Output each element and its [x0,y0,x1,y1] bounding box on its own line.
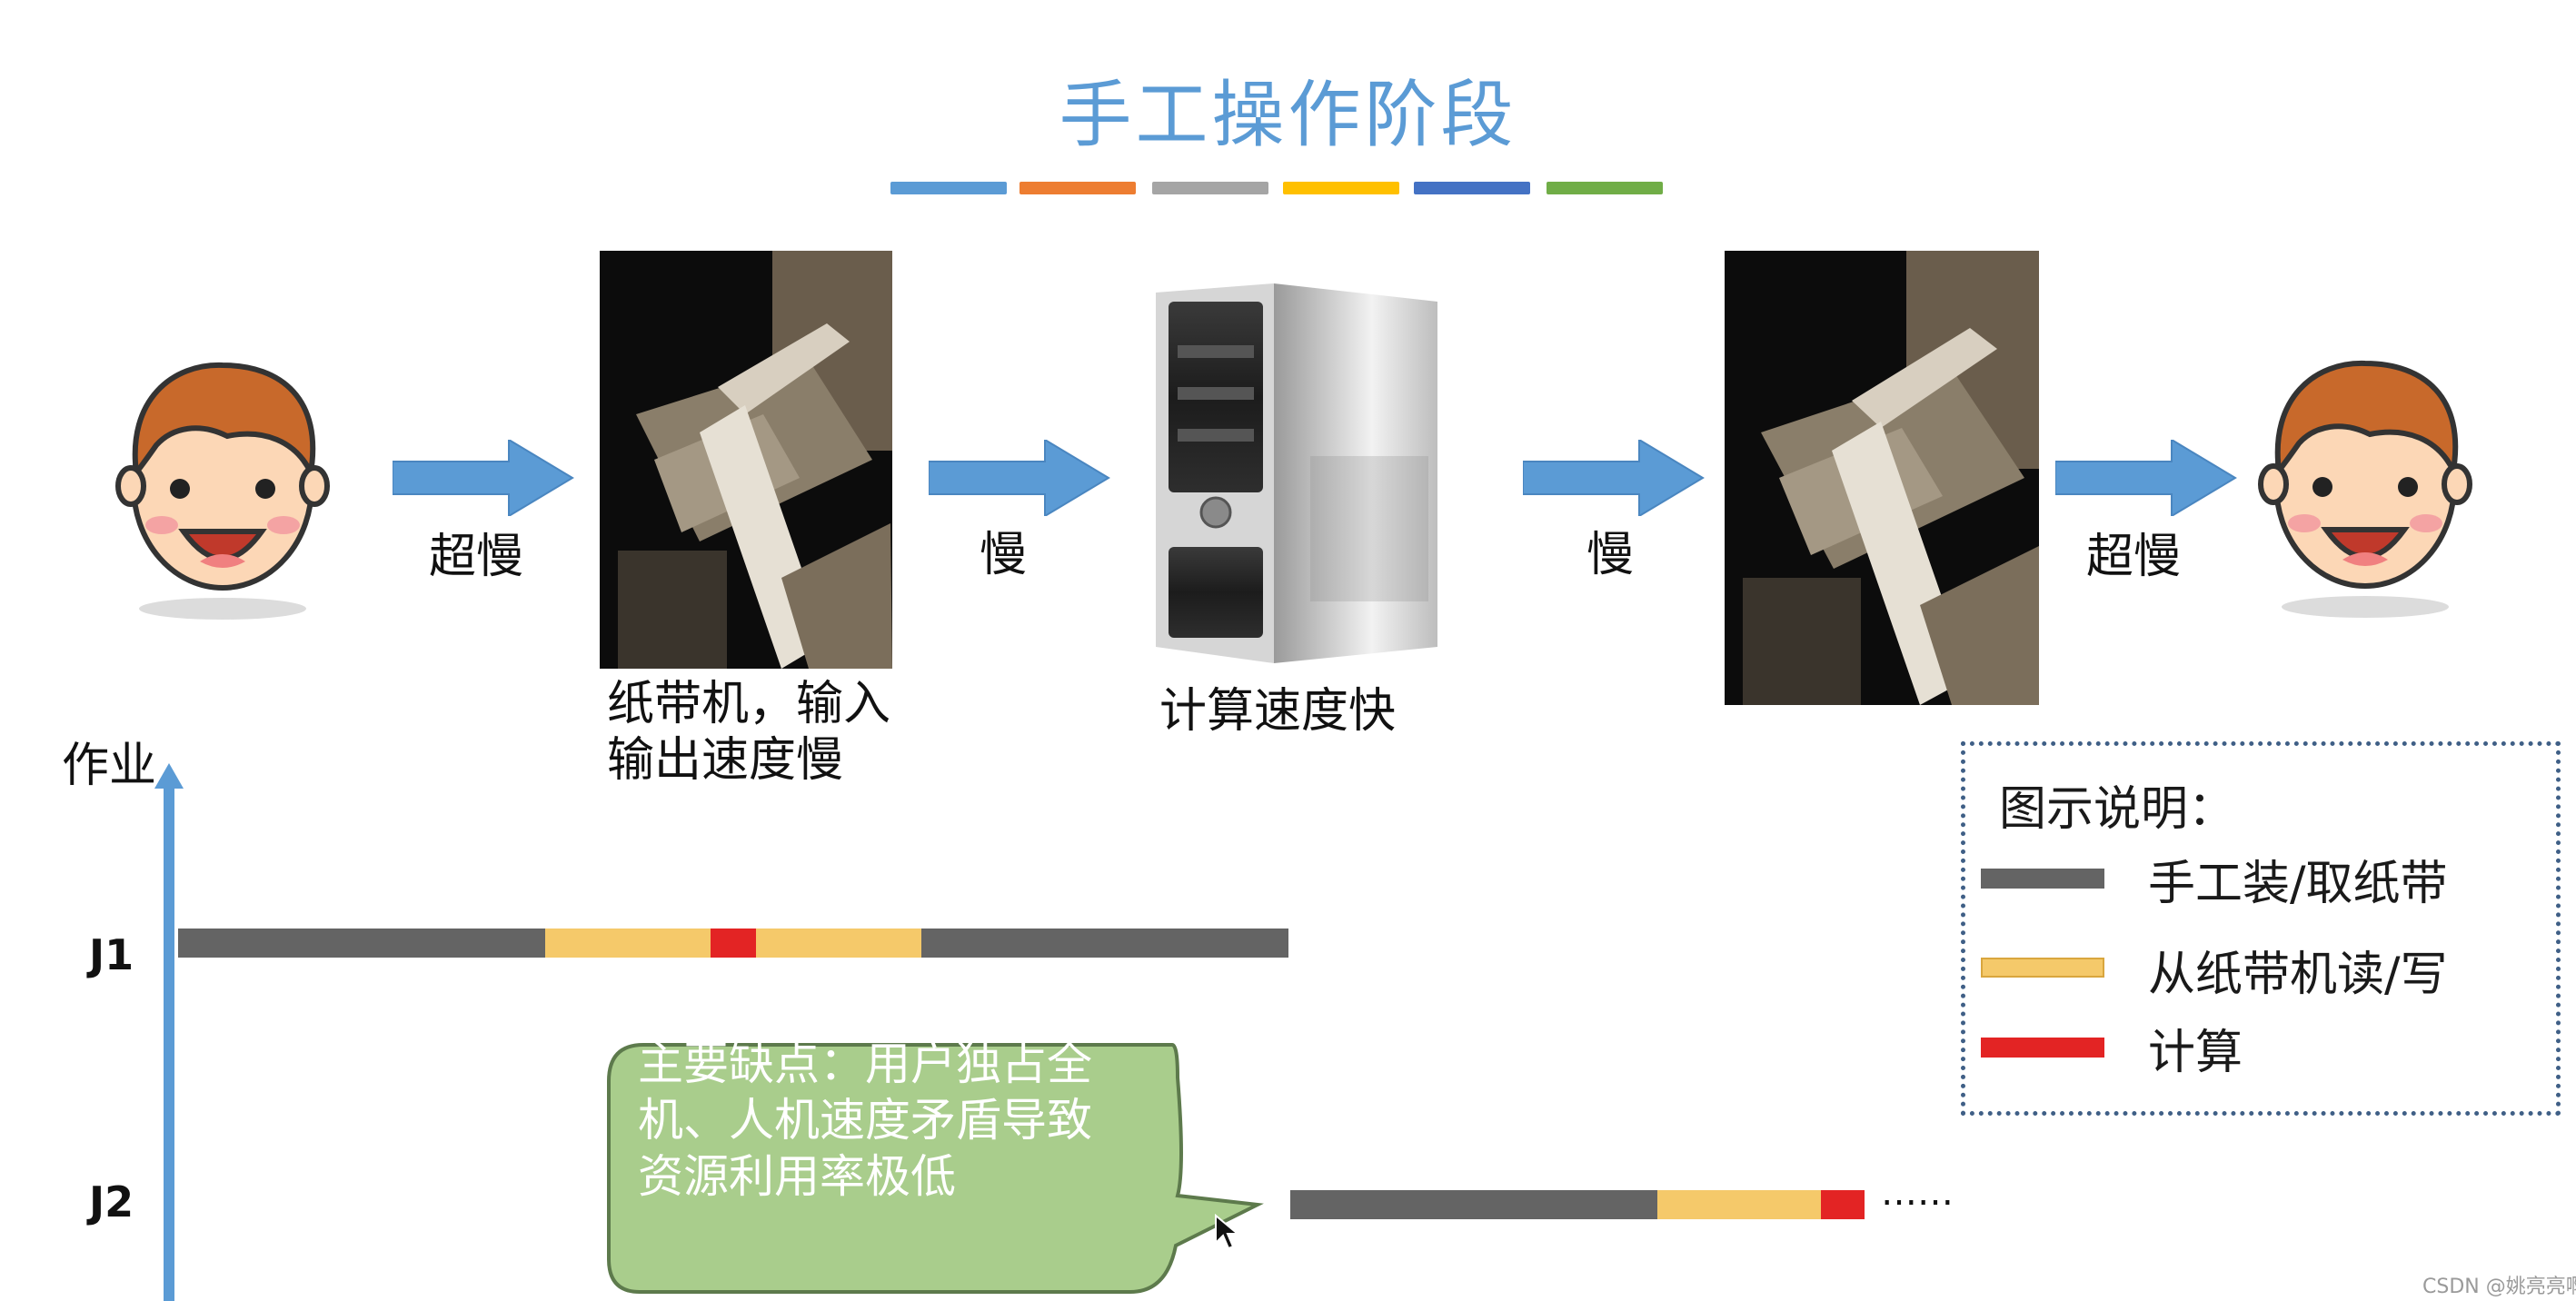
legend-swatch-manual [1981,869,2104,889]
paper-tape-machine-image [1725,251,2039,705]
j2-compute-segment [1821,1190,1865,1219]
stripe-6 [1547,182,1663,194]
callout-bubble [607,1043,1264,1294]
j2-continuation: …… [1881,1172,1954,1214]
user-face-icon [2258,360,2472,618]
arrow-label: 慢 [980,528,1028,582]
legend-title: 图示说明： [1999,782,2236,837]
j1-manual-segment [921,929,1288,958]
right-arrow-icon [393,440,574,516]
axis-label: 作业 [62,739,157,793]
stripe-2 [1019,182,1136,194]
y-axis-arrow [154,763,184,1301]
stripe-1 [890,182,1007,194]
legend-swatch-compute [1981,1038,2104,1058]
computer-tower-icon [1156,283,1437,663]
user-face-icon [115,362,330,620]
j1-io-segment [756,929,921,958]
right-arrow-icon [1523,440,1705,516]
j1-manual-segment [178,929,545,958]
arrow-label: 超慢 [429,530,524,584]
arrow-label: 慢 [1586,528,1635,582]
watermark: CSDN @姚亮亮啊 [2422,1276,2576,1298]
job-label-j1: J1 [89,930,134,979]
paper-tape-machine-image [600,251,892,669]
tape-machine-caption: 纸带机，输入 输出速度慢 [607,676,916,789]
right-arrow-icon [2055,440,2237,516]
legend-label-manual: 手工装/取纸带 [2148,857,2448,911]
job-label-j2: J2 [89,1177,134,1227]
stripe-3 [1152,182,1268,194]
computer-caption: 计算速度快 [1159,684,1397,739]
callout-line: 主要缺点：用户独占全 [638,1038,1092,1090]
j2-io-segment [1657,1190,1821,1219]
legend-label-io: 从纸带机读/写 [2148,948,2448,1002]
j2-manual-segment [1290,1190,1657,1219]
j1-io-segment [545,929,711,958]
arrow-label: 超慢 [2086,530,2182,584]
caption-line: 纸带机，输入 [607,677,891,731]
callout-text: 主要缺点：用户独占全 机、人机速度矛盾导致 资源利用率极低 [638,1036,1165,1205]
caption-line: 输出速度慢 [607,733,844,788]
stripe-5 [1414,182,1530,194]
page-title: 手工操作阶段 [1059,73,1517,157]
callout-line: 机、人机速度矛盾导致 [638,1094,1092,1147]
j1-compute-segment [711,929,756,958]
right-arrow-icon [929,440,1110,516]
stripe-4 [1283,182,1399,194]
legend-box [1961,741,2561,1116]
mouse-cursor-icon [1215,1214,1239,1250]
callout-line: 资源利用率极低 [638,1150,956,1203]
legend-label-compute: 计算 [2148,1026,2243,1080]
legend-swatch-io [1981,958,2104,978]
